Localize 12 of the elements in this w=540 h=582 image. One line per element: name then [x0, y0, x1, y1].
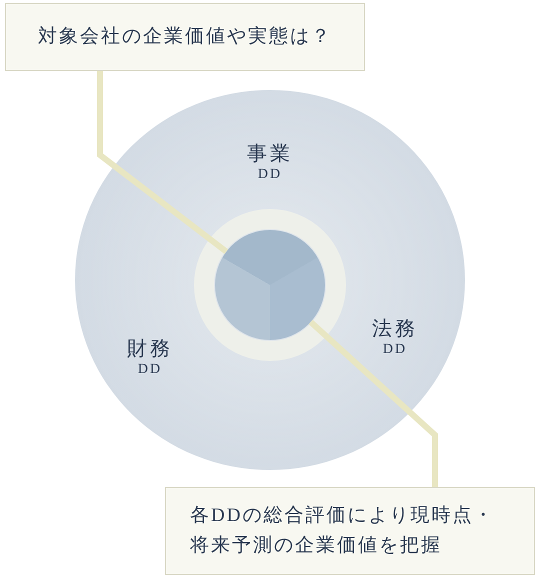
segment-title: 法務: [371, 317, 419, 342]
segment-subtitle: DD: [136, 362, 164, 378]
segment-subtitle: DD: [382, 342, 408, 358]
leader-line: [308, 320, 438, 487]
callout-text: 対象会社の企業価値や実態は？: [38, 25, 332, 49]
callout-text: 各DDの総合評価により現時点・将来予測の企業価値を把握: [190, 504, 496, 558]
segment-title: 事業: [246, 142, 294, 167]
callout-box: [165, 487, 535, 575]
segment-subtitle: DD: [256, 167, 284, 183]
callout-box: [5, 3, 365, 71]
segment-title: 財務: [126, 337, 174, 362]
leader-line: [97, 71, 228, 254]
